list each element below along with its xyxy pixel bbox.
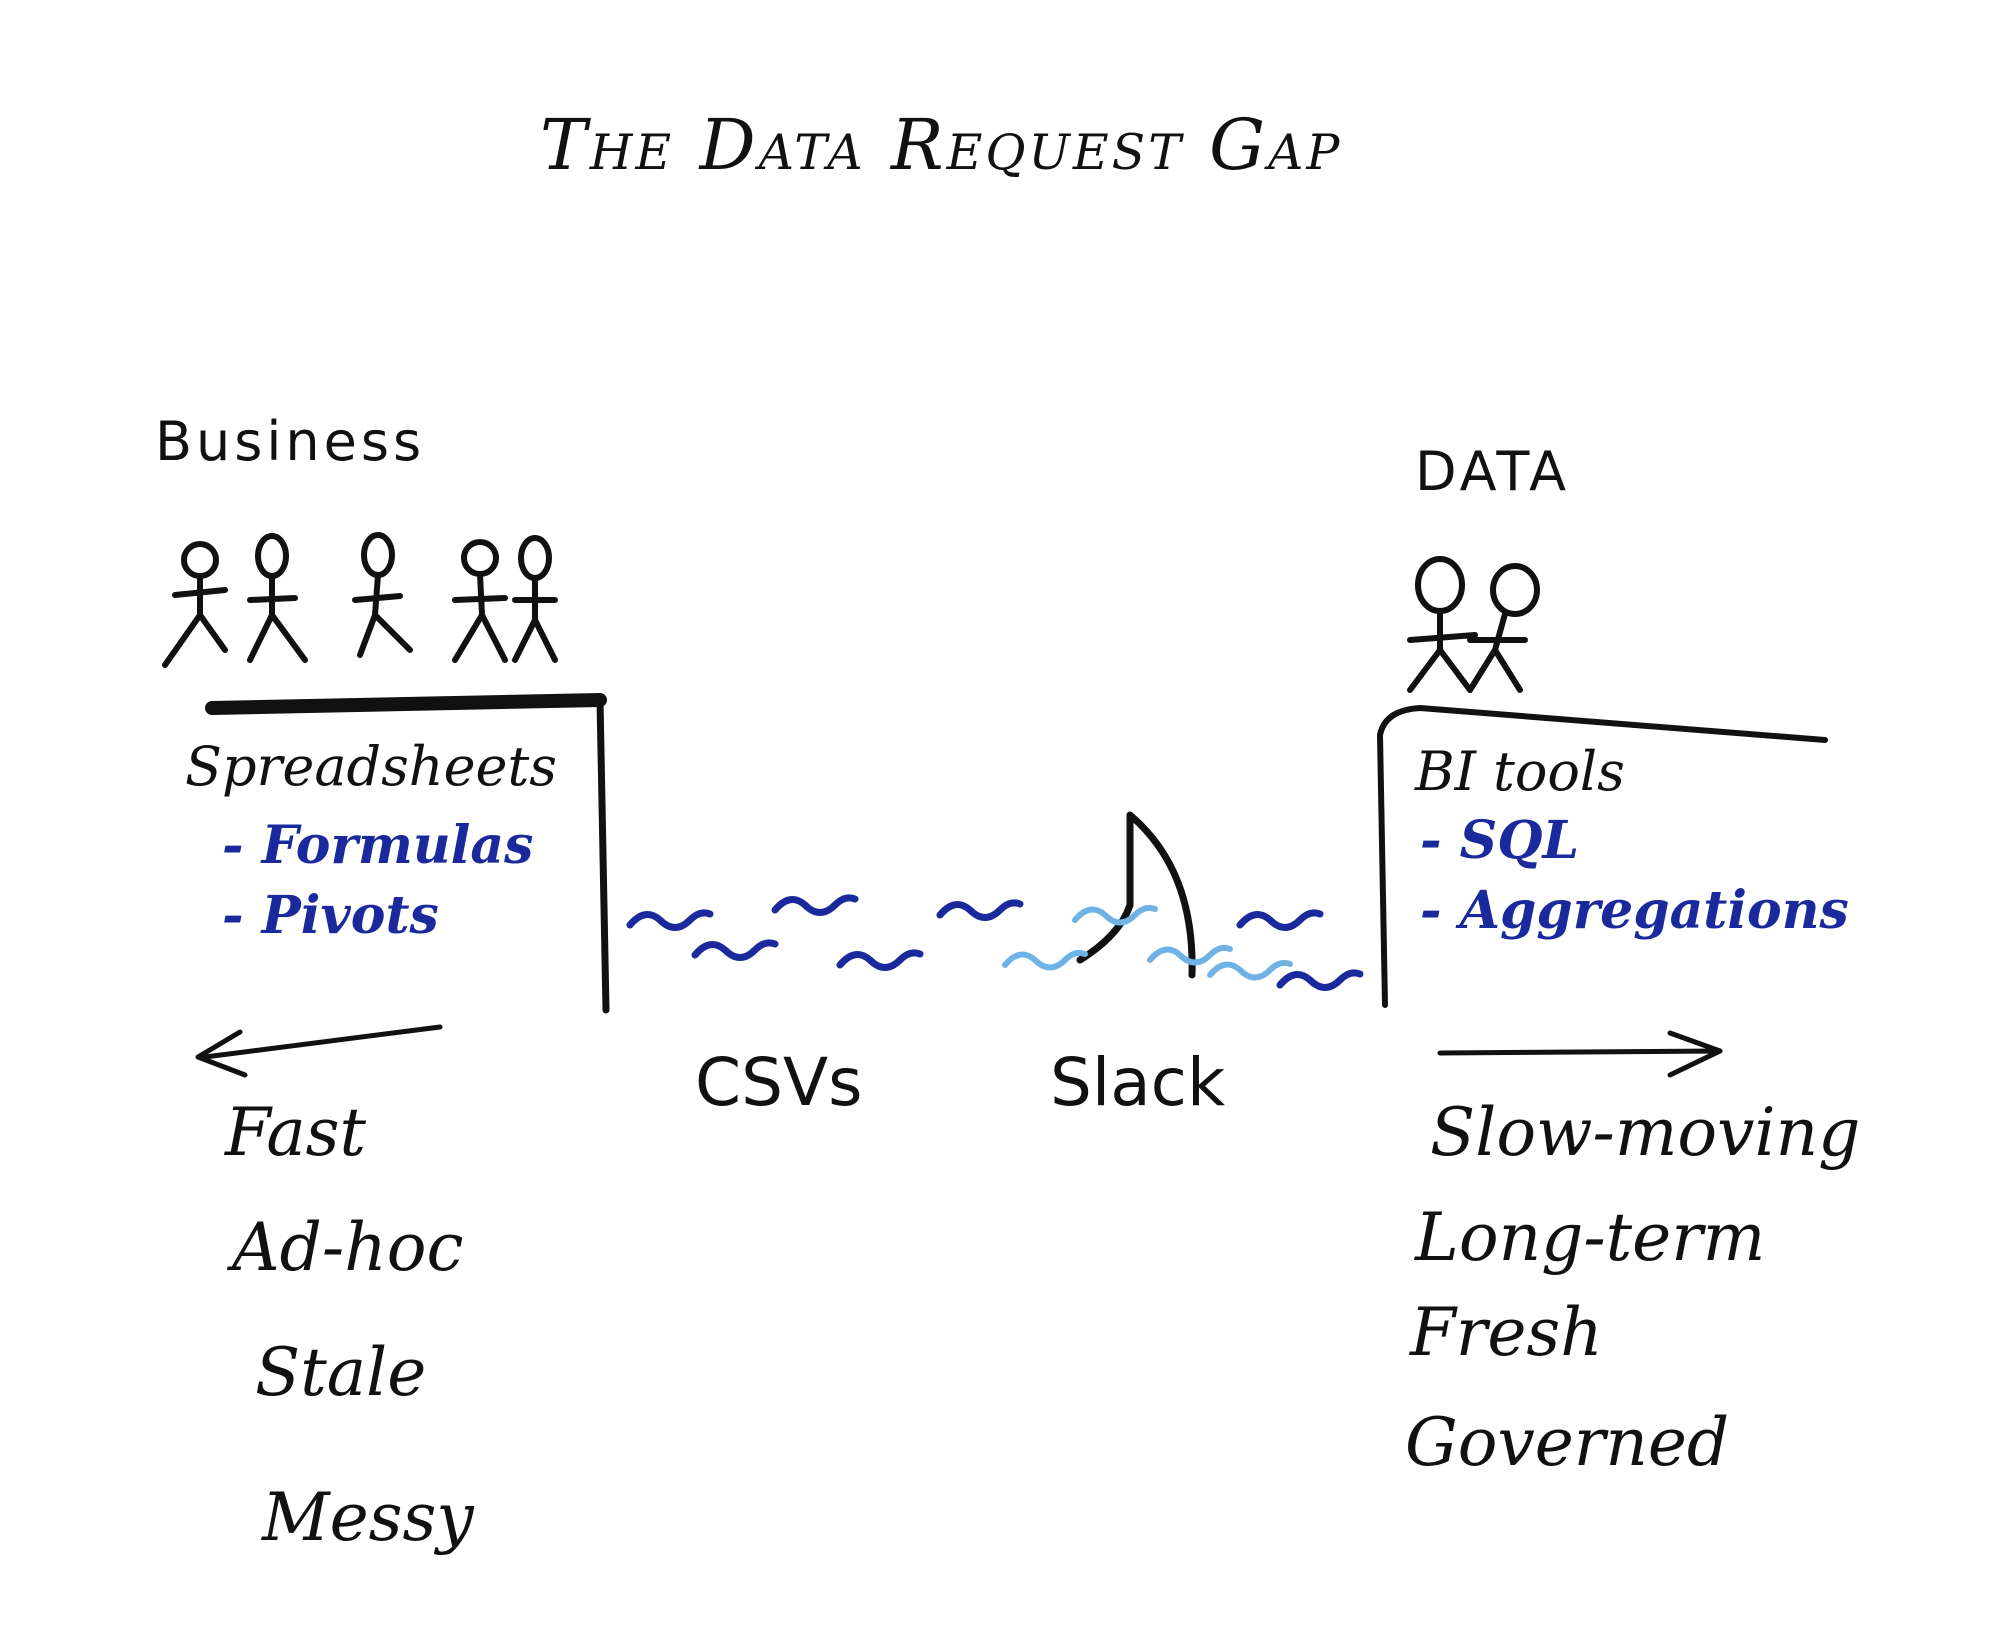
stick-figure (162, 541, 228, 668)
stick-figure (352, 532, 413, 658)
business-feature: - Pivots (222, 885, 439, 946)
business-trait: Ad-hoc (232, 1209, 464, 1286)
stick-figure (512, 535, 558, 663)
shark-fin (1076, 811, 1196, 979)
data-tool: BI tools (1415, 740, 1625, 803)
business-tool: Spreadsheets (185, 735, 557, 798)
stick-figure (452, 539, 508, 663)
data-people (1407, 556, 1540, 693)
business-trait: Stale (255, 1334, 427, 1411)
data-feature: - SQL (1420, 810, 1580, 871)
business-box-top-edge (205, 693, 607, 715)
business-feature: - Formulas (222, 815, 534, 876)
stick-figure (247, 533, 308, 663)
gap-label-csvs: CSVs (695, 1044, 863, 1121)
right-arrow (1437, 1030, 1723, 1078)
water-waves (626, 894, 1364, 991)
data-heading: DATA (1415, 440, 1571, 503)
diagram-title: The Data Request Gap (540, 104, 1343, 186)
left-arrow (195, 1024, 443, 1078)
data-box-outline (1377, 705, 1828, 1008)
water-waves-light (1002, 904, 1293, 981)
data-trait: Fresh (1410, 1294, 1603, 1371)
business-trait: Messy (262, 1479, 474, 1556)
data-trait: Governed (1405, 1404, 1730, 1481)
stick-figure (1407, 556, 1478, 693)
business-people (162, 532, 558, 668)
data-feature: - Aggregations (1420, 880, 1849, 941)
stick-figure (1467, 563, 1540, 693)
business-heading: Business (155, 410, 426, 473)
data-trait: Slow-moving (1430, 1094, 1861, 1171)
data-trait: Long-term (1415, 1199, 1766, 1276)
business-trait: Fast (225, 1094, 367, 1171)
gap-label-slack: Slack (1050, 1044, 1226, 1121)
